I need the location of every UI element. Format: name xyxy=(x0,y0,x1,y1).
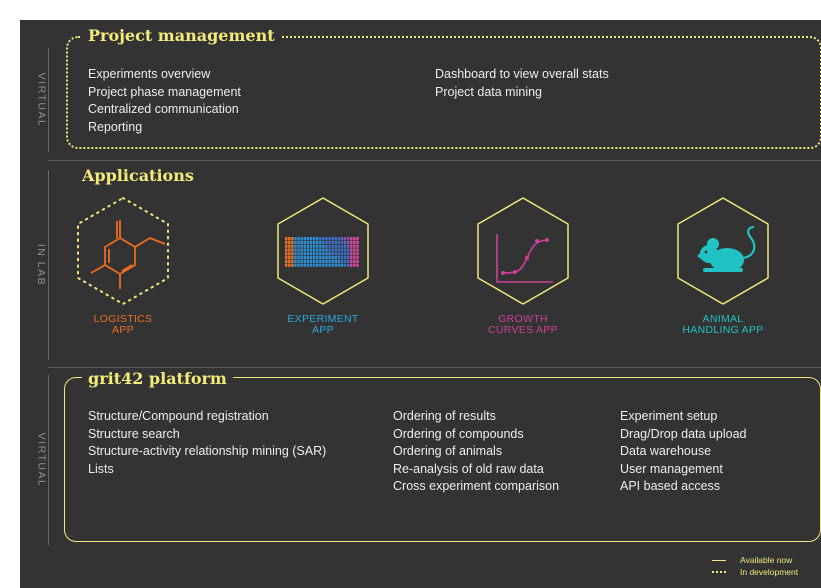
list-item: Centralized communication xyxy=(88,102,239,116)
project-management-title: Project management xyxy=(82,26,281,46)
side-label-virtual-bottom: VIRTUAL xyxy=(35,432,47,488)
dotted-line-swatch xyxy=(712,571,726,573)
list-item: Re-analysis of old raw data xyxy=(393,461,544,476)
list-item: Data warehouse xyxy=(620,444,712,458)
list-item: Reporting xyxy=(88,119,143,134)
divider-top xyxy=(48,160,821,161)
list-item: Lists xyxy=(88,461,114,476)
growth-curve-icon xyxy=(477,197,569,305)
list-item: Structure-activity relationship mining (… xyxy=(88,444,327,458)
legend: Available now In development xyxy=(712,554,798,578)
divider-bottom xyxy=(48,367,821,368)
platform-list-1: Structure/Compound registration Structur… xyxy=(88,408,326,478)
legend-item-development: In development xyxy=(712,566,798,578)
list-item: Experiments overview xyxy=(88,67,211,81)
project-management-list-2: Dashboard to view overall stats Project … xyxy=(435,66,609,101)
side-label-virtual-top: VIRTUAL xyxy=(35,72,47,128)
list-item: API based access xyxy=(620,479,721,493)
separator-virtual-top xyxy=(48,48,49,152)
platform-title: grit42 platform xyxy=(82,369,233,389)
list-item: Dashboard to view overall stats xyxy=(435,67,609,81)
legend-item-available: Available now xyxy=(712,554,798,566)
diagram-canvas: VIRTUAL IN LAB VIRTUAL Project managemen… xyxy=(20,20,821,588)
list-item: Project data mining xyxy=(435,84,543,99)
list-item: Ordering of compounds xyxy=(393,426,524,441)
platform-list-3: Experiment setup Drag/Drop data upload D… xyxy=(620,408,746,496)
plate-grid-icon xyxy=(277,197,369,305)
list-item: Structure/Compound registration xyxy=(88,409,269,423)
list-item: Ordering of results xyxy=(393,409,496,423)
project-management-list-1: Experiments overview Project phase manag… xyxy=(88,66,241,136)
list-item: Cross experiment comparison xyxy=(393,479,560,493)
list-item: User management xyxy=(620,461,723,476)
platform-list-2: Ordering of results Ordering of compound… xyxy=(393,408,559,496)
separator-in-lab xyxy=(48,170,49,360)
list-item: Project phase management xyxy=(88,84,241,99)
list-item: Experiment setup xyxy=(620,409,718,423)
mouse-icon xyxy=(677,197,769,305)
list-item: Ordering of animals xyxy=(393,444,503,458)
separator-virtual-bottom xyxy=(48,375,49,545)
molecule-icon xyxy=(77,196,169,306)
solid-line-swatch xyxy=(712,559,726,561)
list-item: Drag/Drop data upload xyxy=(620,426,747,441)
list-item: Structure search xyxy=(88,426,180,441)
applications-title: Applications xyxy=(82,166,194,186)
